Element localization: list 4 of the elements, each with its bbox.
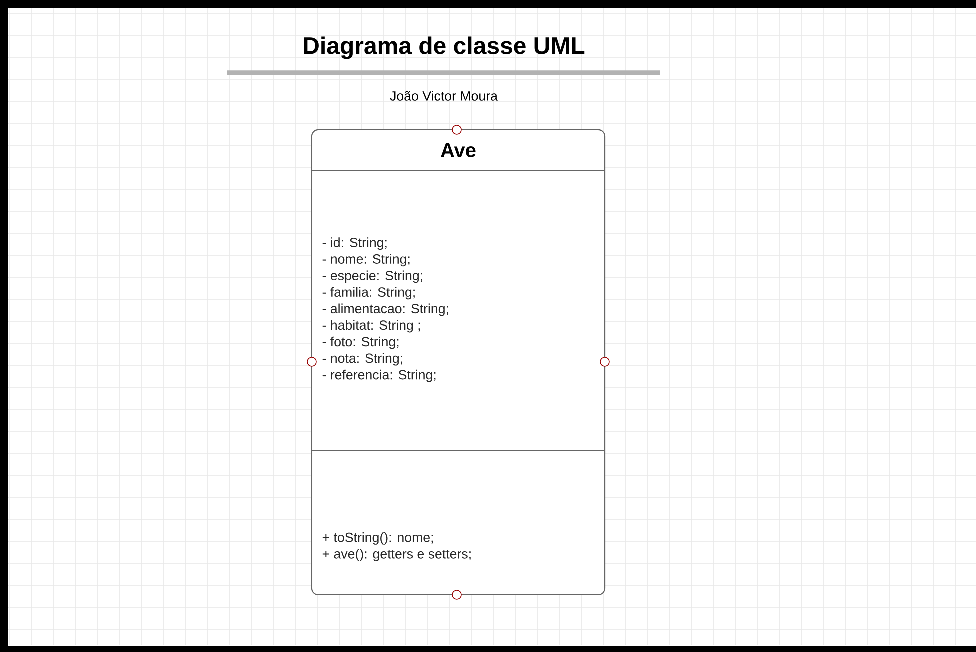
author-name: João Victor Moura xyxy=(390,91,498,101)
title: Diagrama de classe UML xyxy=(304,36,585,60)
attribute-list: - id: String; - nome: String; - especie: String; - familia: String; - alimentacao: String; - habitat: String ; - foto: String; - nota: String; - referencia: String; xyxy=(322,238,448,382)
method-list: + toString(): nome; + ave(): getters e setters; xyxy=(322,532,471,562)
